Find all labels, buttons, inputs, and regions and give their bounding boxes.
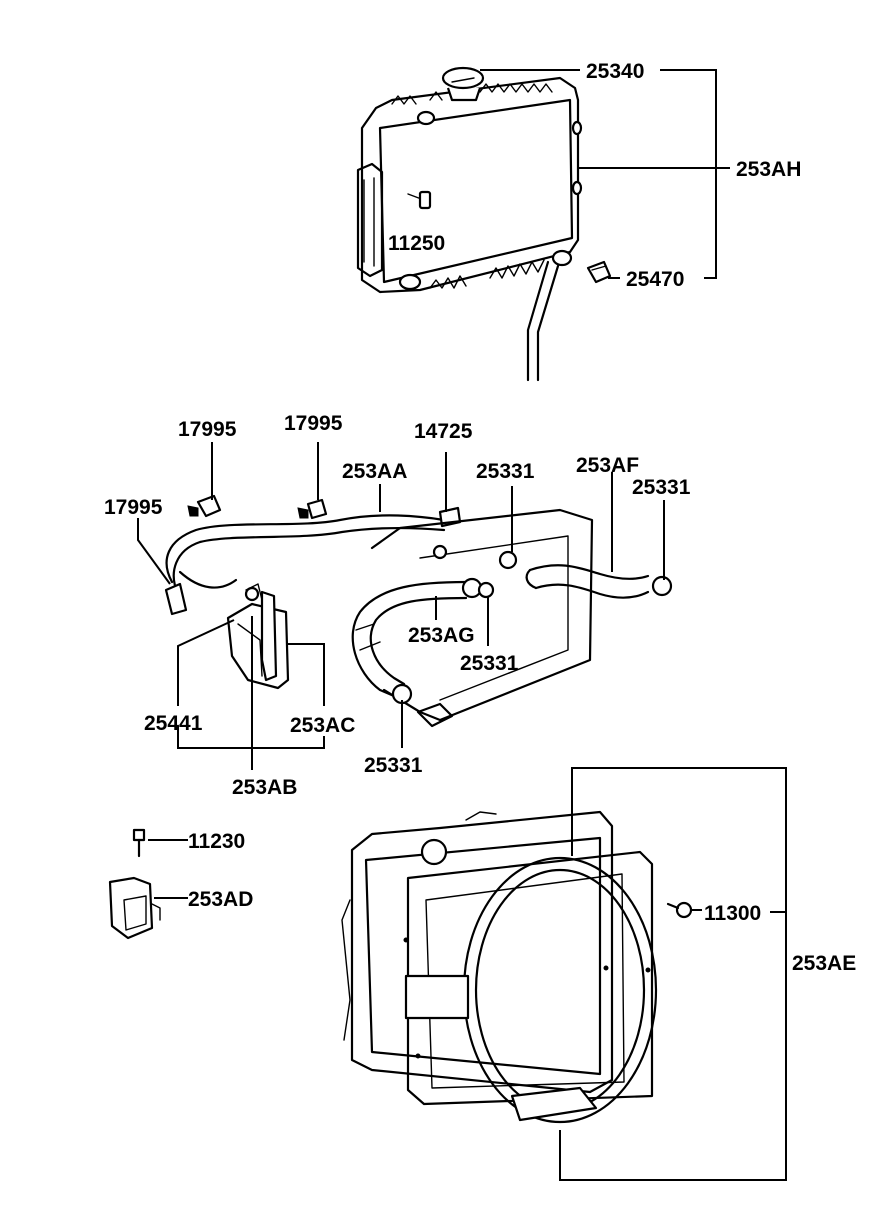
label-253aa: 253AA — [342, 460, 407, 483]
bolt-11230-drawing — [132, 828, 146, 858]
label-25331-bottom: 25331 — [364, 754, 423, 777]
bolt-11250-drawing — [407, 190, 432, 210]
label-253af: 253AF — [576, 454, 639, 477]
bolt-11300-drawing — [666, 901, 693, 919]
label-253ag: 253AG — [408, 624, 475, 647]
drain-plug-drawing — [586, 260, 612, 284]
label-25331-mid: 25331 — [460, 652, 519, 675]
label-253ah: 253AH — [736, 158, 801, 181]
label-11230: 11230 — [188, 830, 245, 853]
label-25331-right: 25331 — [632, 476, 691, 499]
label-253ae: 253AE — [792, 952, 856, 975]
label-25340: 25340 — [586, 60, 644, 83]
label-17995-c: 17995 — [104, 496, 163, 519]
radiator-assembly-drawing — [356, 66, 583, 382]
bracket-253ad-drawing — [108, 876, 161, 940]
label-11250: 11250 — [388, 232, 445, 255]
label-25331-top: 25331 — [476, 460, 535, 483]
shroud-assembly-drawing — [341, 810, 658, 1124]
label-25441: 25441 — [144, 712, 203, 735]
label-14725: 14725 — [414, 420, 473, 443]
label-253ad: 253AD — [188, 888, 253, 911]
hoses-reservoir-drawing — [164, 494, 673, 728]
label-17995-a: 17995 — [178, 418, 237, 441]
label-253ab: 253AB — [232, 776, 297, 799]
label-253ac: 253AC — [290, 714, 355, 737]
label-25470: 25470 — [626, 268, 684, 291]
label-11300: 11300 — [704, 902, 761, 925]
label-17995-b: 17995 — [284, 412, 343, 435]
